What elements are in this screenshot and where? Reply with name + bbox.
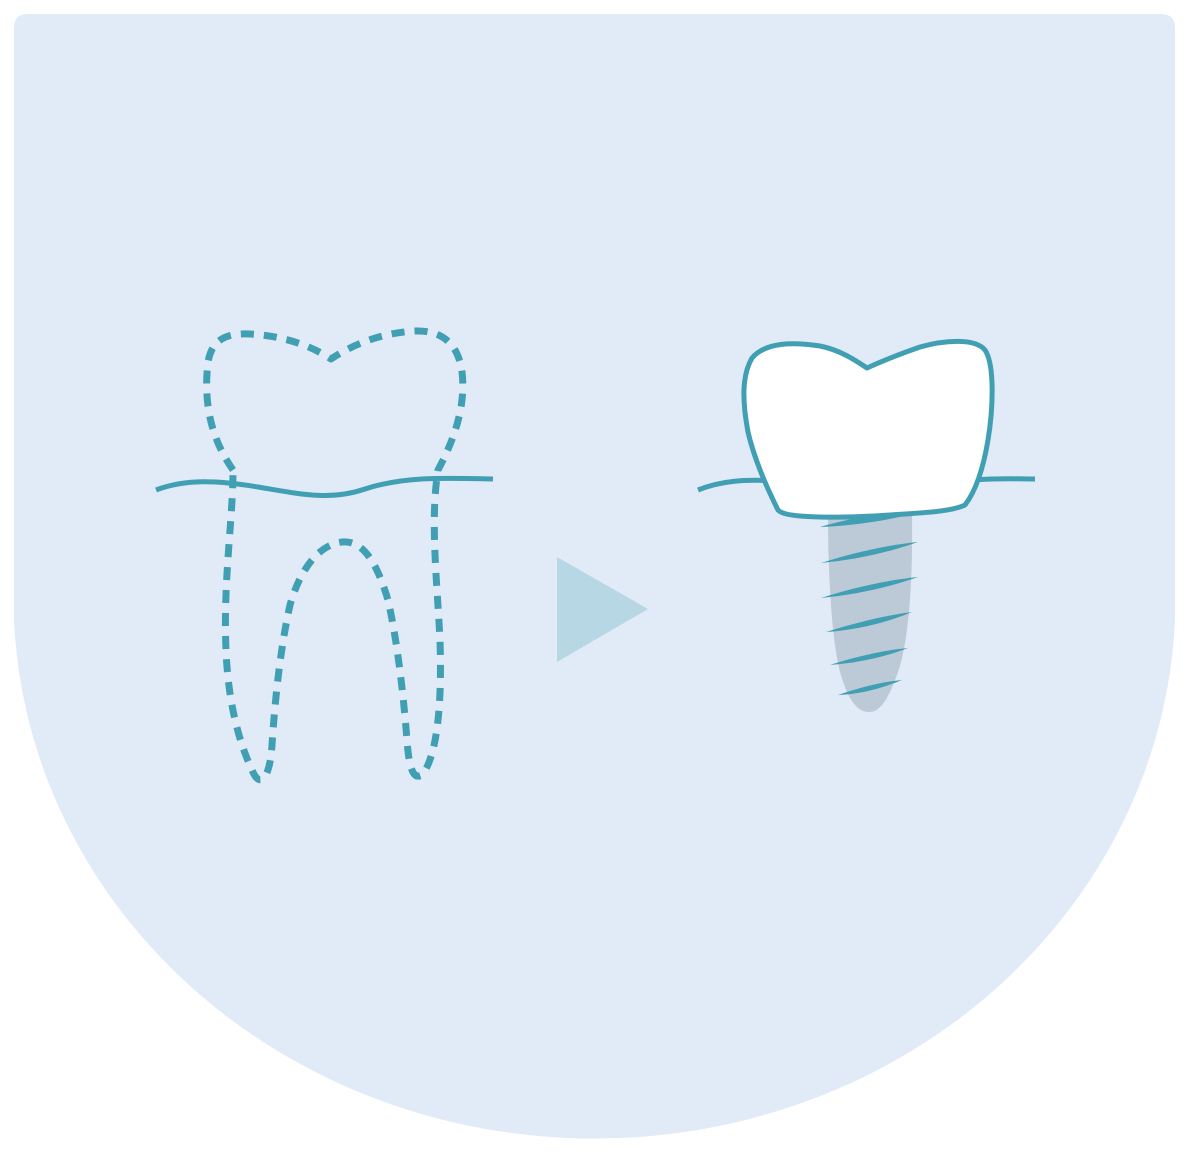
implant-thread <box>830 648 908 665</box>
implant-thread <box>838 680 902 695</box>
implant-thread <box>821 542 918 563</box>
dashed-tooth-outline-icon <box>203 327 467 784</box>
background-panel <box>14 14 1175 1139</box>
natural-tooth-group <box>155 327 494 784</box>
right-triangle-arrow-icon <box>557 557 648 662</box>
left-gum-line <box>155 475 494 498</box>
implant-group <box>697 338 1036 712</box>
implant-thread <box>821 577 918 598</box>
implant-thread <box>826 612 912 632</box>
implant-crown <box>741 338 995 520</box>
